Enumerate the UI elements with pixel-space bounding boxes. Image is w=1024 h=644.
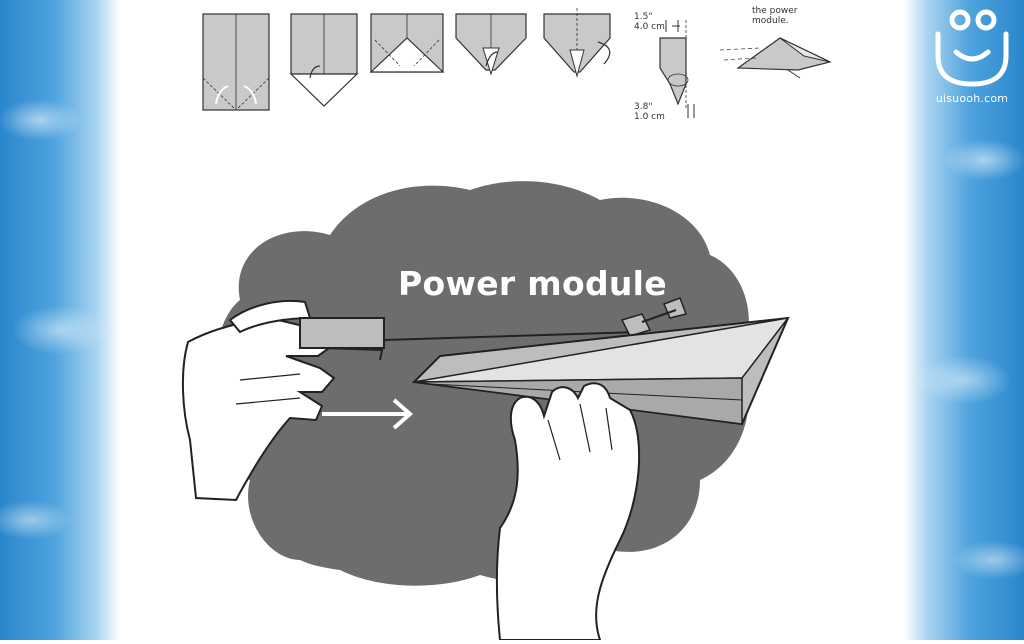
instruction-note-line2: module.: [752, 16, 789, 26]
smile-logo-icon: [935, 9, 1009, 87]
launcher-hand: [181, 297, 687, 502]
measure-top-in: 1.5": [634, 12, 653, 22]
power-module-device: [299, 317, 385, 349]
sky-border-right: [904, 0, 1024, 640]
measure-bottom-in: 3.8": [634, 102, 653, 112]
folding-steps: 1.5" 4.0 cm 3.8" 1.0 cm the power module…: [200, 6, 840, 123]
fold-step-6: [659, 20, 695, 118]
measure-top-cm: 4.0 cm: [634, 22, 665, 32]
sky-border-left: [0, 0, 120, 640]
measure-bottom-cm: 1.0 cm: [634, 112, 665, 122]
holding-hand: [496, 382, 641, 641]
instruction-note-line1: the power: [752, 6, 798, 16]
right-arrow-icon: [322, 398, 414, 430]
fold-step-1: [202, 13, 270, 111]
watermark-text: uisuooh.com: [935, 92, 1009, 105]
fold-step-5: [543, 8, 611, 78]
power-module-label: Power module: [398, 264, 667, 303]
fold-step-3: [369, 13, 445, 73]
fold-step-2: [289, 13, 359, 107]
watermark: uisuooh.com: [926, 6, 1018, 116]
fold-step-7-plane: [719, 37, 832, 79]
fold-step-4: [455, 13, 527, 76]
